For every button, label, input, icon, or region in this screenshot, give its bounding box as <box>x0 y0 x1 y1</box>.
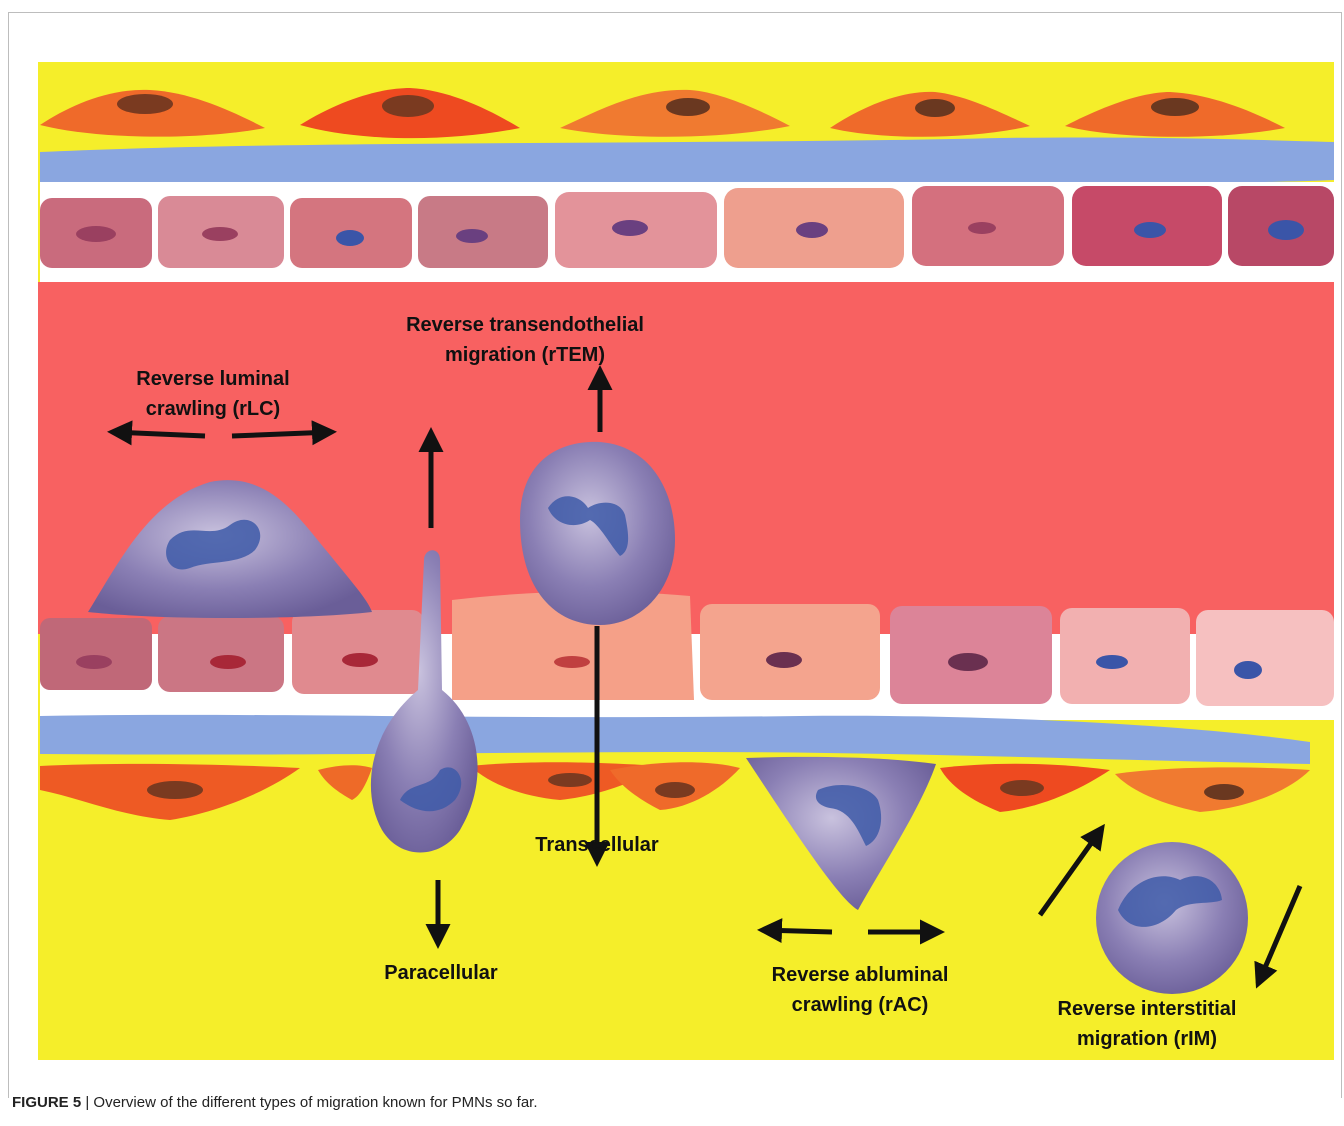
label-transcellular: Transcellular <box>512 830 682 860</box>
arrow-rac-left <box>762 930 832 932</box>
label-rtem: Reverse transendothelial migration (rTEM… <box>370 310 680 370</box>
label-paracellular: Paracellular <box>366 958 516 988</box>
figure-caption: FIGURE 5 | Overview of the different typ… <box>12 1094 538 1111</box>
neutrophil-transcellular <box>520 442 675 625</box>
caption-separator: | <box>81 1094 93 1111</box>
label-rim: Reverse interstitial migration (rIM) <box>1032 994 1262 1054</box>
label-rlc: Reverse luminal crawling (rLC) <box>118 364 308 424</box>
neutrophil-rim <box>1096 842 1248 994</box>
label-rac: Reverse abluminal crawling (rAC) <box>750 960 970 1020</box>
figure-number: FIGURE 5 <box>12 1094 81 1111</box>
caption-text: Overview of the different types of migra… <box>93 1094 537 1111</box>
endothelium-top <box>40 186 1334 268</box>
